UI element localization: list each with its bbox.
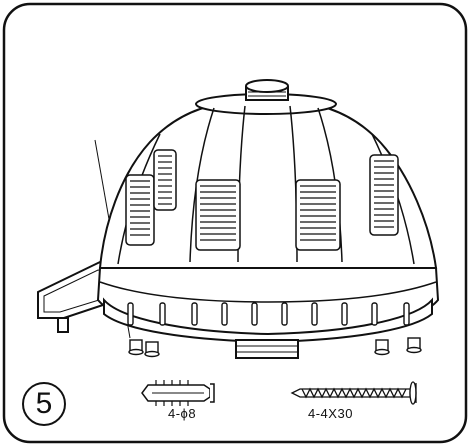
mounting-feet bbox=[128, 337, 422, 358]
vent-grille bbox=[295, 179, 341, 251]
vent-grille bbox=[369, 154, 399, 236]
mounting-foot bbox=[406, 337, 422, 354]
base-slot bbox=[403, 302, 410, 326]
base-slot bbox=[127, 302, 134, 326]
mounting-foot bbox=[144, 341, 160, 358]
bottom-spout bbox=[235, 339, 299, 359]
base-slot bbox=[159, 302, 166, 326]
base-slot bbox=[191, 302, 198, 326]
vent-grille bbox=[153, 149, 177, 211]
vent-grille bbox=[195, 179, 241, 251]
device-body bbox=[37, 79, 440, 359]
wall-anchor-icon bbox=[141, 380, 215, 406]
base-slot bbox=[221, 302, 228, 326]
base-slot bbox=[341, 302, 348, 326]
wall-anchor-label: 4-ϕ8 bbox=[168, 406, 197, 421]
base-slot bbox=[311, 302, 318, 326]
base-slot bbox=[281, 302, 288, 326]
screw-label: 4-4X30 bbox=[308, 406, 353, 421]
base-slots bbox=[127, 302, 410, 326]
mounting-foot bbox=[128, 339, 144, 356]
screw-icon bbox=[290, 381, 417, 405]
step-number-badge: 5 bbox=[22, 382, 66, 426]
base-slot bbox=[251, 302, 258, 326]
mounting-foot bbox=[374, 339, 390, 356]
vent-grille bbox=[125, 174, 155, 246]
base-slot bbox=[371, 302, 378, 326]
vent-grilles bbox=[125, 149, 399, 251]
